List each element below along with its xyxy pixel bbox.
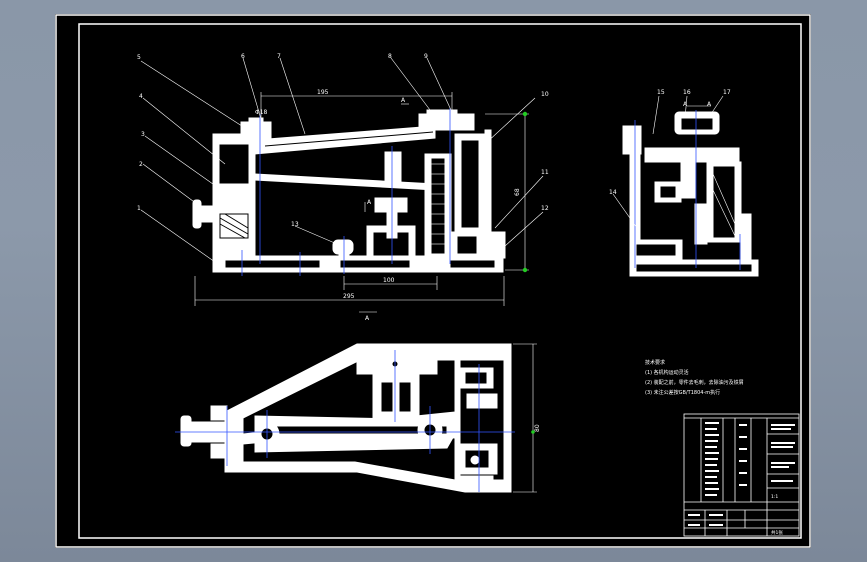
part-label: 5 bbox=[137, 54, 141, 61]
front-view-labels: 5 4 3 2 1 6 7 8 9 10 11 12 13 195 Φ18 68… bbox=[137, 53, 549, 322]
title-block bbox=[683, 413, 800, 537]
part-label: 2 bbox=[139, 161, 143, 168]
notes-line: (2) 装配之前，零件去毛刺，去除油污及铁屑 bbox=[645, 379, 744, 386]
plan-view-dimension bbox=[513, 343, 537, 493]
notes-line: (3) 未注公差按GB/T1804-m执行 bbox=[645, 389, 720, 396]
title-block-sheet: 共1张 bbox=[771, 529, 783, 536]
part-label: 14 bbox=[609, 189, 617, 196]
section-mark: A bbox=[707, 101, 712, 108]
part-label: 7 bbox=[277, 53, 281, 60]
section-mark: A bbox=[367, 199, 372, 206]
part-label: 12 bbox=[541, 205, 549, 212]
part-label: 3 bbox=[141, 131, 145, 138]
part-label: 1 bbox=[137, 205, 141, 212]
plan-view bbox=[175, 343, 515, 493]
front-view-leaders bbox=[140, 57, 544, 313]
dimension-point bbox=[531, 430, 535, 434]
technical-notes: 技术要求 (1) 各机构运动灵活 (2) 装配之前，零件去毛刺，去除油污及铁屑 … bbox=[645, 359, 744, 396]
dimension-inner-width: 100 bbox=[383, 277, 395, 284]
section-mark: A bbox=[401, 97, 406, 104]
part-label: 8 bbox=[388, 53, 392, 60]
part-label: 17 bbox=[723, 89, 731, 96]
section-mark: A bbox=[683, 101, 688, 108]
dimension-height: 68 bbox=[514, 188, 521, 196]
dimension-point bbox=[522, 267, 528, 273]
front-view bbox=[192, 108, 506, 276]
dimension-top-width: 195 bbox=[317, 89, 329, 96]
outer-frame bbox=[55, 14, 811, 548]
title-block-scale: 1:1 bbox=[771, 494, 778, 500]
section-mark: A bbox=[365, 315, 370, 322]
dimension-point bbox=[522, 111, 528, 117]
part-label: 11 bbox=[541, 169, 549, 176]
part-label: 6 bbox=[241, 53, 245, 60]
part-label: 10 bbox=[541, 91, 549, 98]
notes-heading: 技术要求 bbox=[645, 359, 665, 366]
part-label: 16 bbox=[683, 89, 691, 96]
cad-drawing: 5 4 3 2 1 6 7 8 9 10 11 12 13 195 Φ18 68… bbox=[55, 14, 811, 548]
dimension-overall-width: 295 bbox=[343, 293, 355, 300]
inner-frame bbox=[78, 23, 802, 539]
side-view bbox=[622, 110, 759, 277]
part-label: 9 bbox=[424, 53, 428, 60]
side-view-leaders bbox=[612, 95, 724, 229]
title-block-rows bbox=[688, 422, 795, 526]
part-label: 13 bbox=[291, 221, 299, 228]
part-label: 4 bbox=[139, 93, 143, 100]
notes-line: (1) 各机构运动灵活 bbox=[645, 369, 689, 376]
dimension-phi: Φ18 bbox=[255, 109, 268, 116]
drawing-sheet: 5 4 3 2 1 6 7 8 9 10 11 12 13 195 Φ18 68… bbox=[55, 14, 811, 548]
dimension-plan-height: 80 bbox=[534, 424, 541, 432]
side-view-labels: 15 16 17 14 A A bbox=[609, 89, 731, 196]
part-label: 15 bbox=[657, 89, 665, 96]
